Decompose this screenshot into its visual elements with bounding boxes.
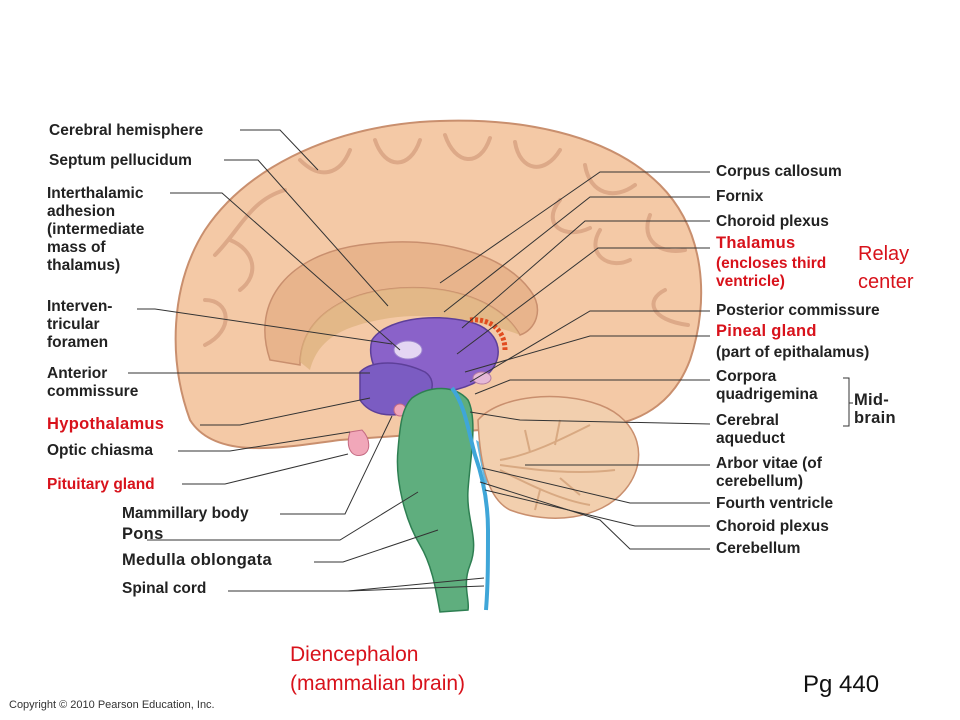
diencephalon-note: Diencephalon (mammalian brain)	[290, 640, 465, 698]
label-spinal-cord: Spinal cord	[122, 580, 207, 597]
label-interthalamic-line-1: Interthalamic	[47, 185, 144, 202]
label-arbor-line-2: cerebellum)	[716, 473, 804, 490]
label-pons: Pons	[122, 525, 164, 543]
label-interthalamic-line-2: adhesion	[47, 203, 116, 220]
diencephalon-line-1: Diencephalon	[290, 643, 419, 666]
aqueduct-line	[450, 386, 491, 611]
brainstem-shape	[396, 387, 475, 613]
relay-line-2: center	[858, 271, 914, 293]
label-septum-pellucidum: Septum pellucidum	[49, 152, 192, 169]
label-interthalamic-adhesion: Interthalamic adhesion (intermediate mas…	[47, 185, 144, 275]
label-thalamus: Thalamus	[716, 234, 796, 252]
page-reference: Pg 440	[803, 671, 880, 698]
label-optic-chiasma: Optic chiasma	[47, 442, 153, 459]
label-arbor-vitae: Arbor vitae (of cerebellum)	[716, 455, 822, 491]
label-midbrain-line-2: brain	[854, 409, 896, 427]
label-anterior-commissure: Anterior commissure	[47, 365, 138, 401]
label-interventricular-line-3: foramen	[47, 334, 109, 351]
label-thalamus-note-line-2: ventricle)	[716, 273, 785, 290]
cerebellum-shape	[477, 395, 640, 519]
label-choroid-plexus-upper: Choroid plexus	[716, 213, 829, 230]
label-midbrain: Mid- brain	[854, 391, 896, 427]
label-thalamus-note-line-1: (encloses third	[716, 255, 827, 272]
label-thalamus-note: (encloses third ventricle)	[716, 255, 826, 291]
label-hypothalamus: Hypothalamus	[47, 415, 165, 433]
label-aqueduct-line-2: aqueduct	[716, 430, 785, 447]
label-choroid-plexus-lower: Choroid plexus	[716, 518, 829, 535]
label-midbrain-line-1: Mid-	[854, 391, 890, 409]
label-corpora-line-2: quadrigemina	[716, 386, 818, 403]
label-interthalamic-line-5: thalamus)	[47, 257, 121, 274]
label-cerebral-aqueduct: Cerebral aqueduct	[716, 412, 785, 448]
gyri-lines	[203, 133, 690, 347]
label-pineal-gland: Pineal gland	[716, 322, 817, 340]
label-mammillary-body: Mammillary body	[122, 505, 249, 522]
copyright-notice: Copyright © 2010 Pearson Education, Inc.	[9, 699, 215, 711]
label-corpus-callosum: Corpus callosum	[716, 163, 842, 180]
label-pineal-note: (part of epithalamus)	[716, 344, 870, 361]
relay-center-note: Relay center	[858, 240, 914, 296]
pineal-gland-shape	[472, 371, 492, 385]
pituitary-gland-shape	[347, 429, 370, 457]
label-interventricular-line-1: Interven-	[47, 298, 113, 315]
label-interthalamic-line-4: mass of	[47, 239, 106, 256]
label-pituitary-gland: Pituitary gland	[47, 476, 155, 493]
choroid-plexus-shape	[469, 317, 508, 351]
label-interventricular-line-2: tricular	[47, 316, 100, 333]
relay-line-1: Relay	[858, 243, 910, 265]
label-anterior-line-2: commissure	[47, 383, 139, 400]
label-interthalamic-line-3: (intermediate	[47, 221, 145, 238]
leader-lines	[128, 129, 853, 592]
label-arbor-line-1: Arbor vitae (of	[716, 455, 822, 472]
label-corpora-line-1: Corpora	[716, 368, 777, 385]
interthalamic-adhesion-shape	[393, 340, 423, 360]
label-fornix: Fornix	[716, 188, 764, 205]
label-corpora-quadrigemina: Corpora quadrigemina	[716, 368, 818, 404]
diencephalon-line-2: (mammalian brain)	[290, 672, 466, 695]
label-cerebral-hemisphere: Cerebral hemisphere	[49, 122, 204, 139]
label-fourth-ventricle: Fourth ventricle	[716, 495, 834, 512]
label-cerebellum: Cerebellum	[716, 540, 801, 557]
label-medulla-oblongata: Medulla oblongata	[122, 551, 272, 569]
label-posterior-commissure: Posterior commissure	[716, 302, 880, 319]
label-aqueduct-line-1: Cerebral	[716, 412, 779, 429]
label-interventricular-foramen: Interven- tricular foramen	[47, 298, 112, 352]
label-anterior-line-1: Anterior	[47, 365, 108, 382]
